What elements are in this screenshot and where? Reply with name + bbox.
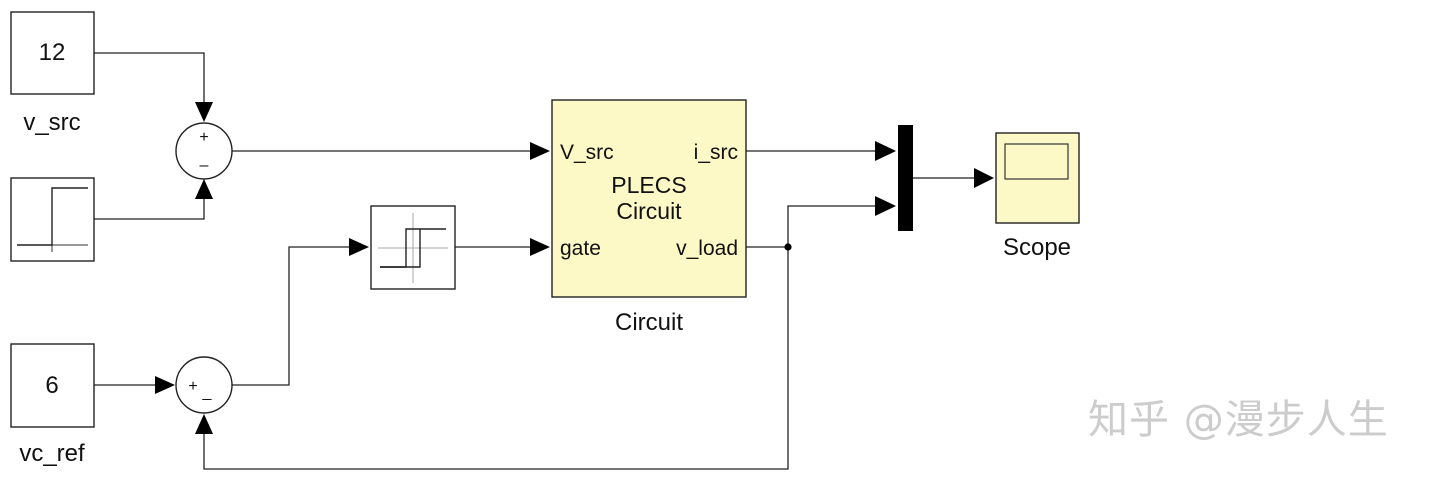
sum-bottom-block[interactable]: + _ bbox=[175, 356, 233, 414]
mux-block[interactable] bbox=[898, 125, 913, 231]
arrow-mux-in1 bbox=[875, 141, 896, 161]
circuit-port-gate: gate bbox=[560, 237, 601, 260]
step-source-block[interactable] bbox=[10, 177, 95, 262]
scope-screen-icon bbox=[1004, 143, 1069, 180]
arrow-sum-bottom-in bbox=[155, 376, 175, 394]
sum-top-block[interactable]: + – bbox=[175, 122, 233, 180]
vc-ref-constant-value: 6 bbox=[45, 372, 58, 399]
wire-vload-feedback bbox=[203, 247, 789, 470]
v-src-constant-block[interactable]: 12 bbox=[10, 11, 95, 95]
junction-dot bbox=[784, 243, 792, 251]
sum-top-sign-minus: – bbox=[200, 157, 209, 174]
vc-ref-constant-block[interactable]: 6 bbox=[10, 343, 95, 428]
scope-block[interactable] bbox=[995, 132, 1080, 224]
signal-wires bbox=[94, 52, 976, 470]
arrow-gate-port bbox=[530, 238, 550, 256]
sum-bottom-sign-plus: + bbox=[188, 378, 197, 395]
circuit-port-i-src: i_src bbox=[694, 141, 738, 164]
arrow-scope-in bbox=[974, 168, 994, 188]
arrow-sum-bottom-feedback bbox=[195, 414, 213, 434]
arrow-vsrc-port bbox=[530, 142, 550, 160]
plecs-circuit-body bbox=[551, 99, 747, 298]
v-src-constant-value: 12 bbox=[39, 39, 66, 66]
wire-step-to-sum bbox=[94, 197, 205, 220]
relay-block[interactable] bbox=[370, 205, 456, 290]
step-icon bbox=[17, 187, 88, 252]
arrow-sum-top-in-plus bbox=[195, 102, 213, 122]
v-src-label: v_src bbox=[23, 109, 80, 136]
wire-vload-to-mux bbox=[787, 205, 877, 247]
circuit-block-label: Circuit bbox=[615, 309, 683, 336]
wire-vsrc-to-sum bbox=[94, 52, 205, 104]
circuit-title-line1: PLECS bbox=[611, 172, 686, 198]
arrowheads bbox=[155, 102, 994, 434]
circuit-port-v-src: V_src bbox=[560, 141, 614, 164]
vc-ref-label: vc_ref bbox=[19, 440, 85, 467]
arrow-sum-top-in-minus bbox=[195, 179, 213, 199]
sum-bottom-sign-minus: _ bbox=[202, 384, 213, 401]
wire-sum-to-relay bbox=[232, 246, 351, 386]
scope-label: Scope bbox=[1003, 234, 1071, 261]
arrow-relay-in bbox=[349, 238, 369, 256]
hysteresis-icon bbox=[378, 213, 448, 283]
watermark-text: 知乎 @漫步人生 bbox=[1088, 397, 1389, 443]
arrow-mux-in2 bbox=[875, 196, 896, 216]
circuit-title-line2: Circuit bbox=[616, 198, 682, 224]
plecs-circuit-block[interactable]: V_src gate i_src v_load PLECS Circuit bbox=[551, 99, 747, 298]
circuit-port-v-load: v_load bbox=[676, 237, 738, 260]
sum-top-sign-plus: + bbox=[199, 129, 208, 146]
